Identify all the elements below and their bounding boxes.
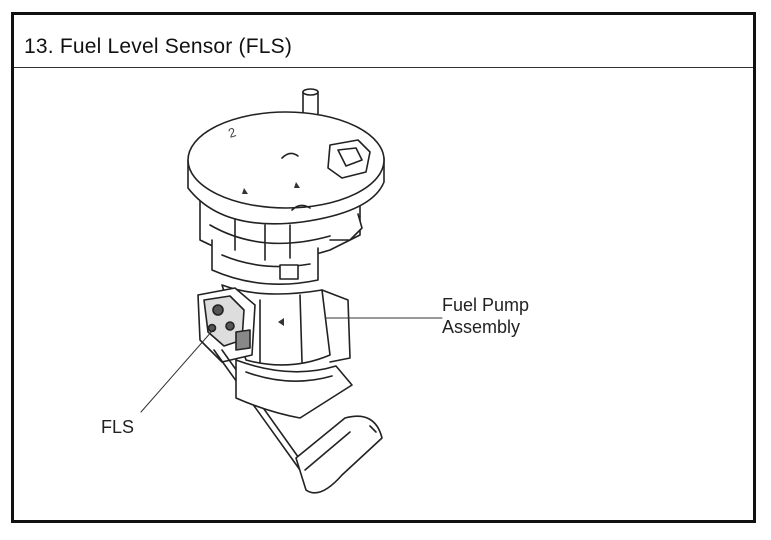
- fls-callout: FLS: [101, 417, 135, 437]
- fuel-strainer: [235, 359, 353, 419]
- fls-unit: [197, 287, 256, 363]
- float: [295, 415, 383, 494]
- diagram-frame: 13. Fuel Level Sensor (FLS): [11, 12, 756, 523]
- title-bar: 13. Fuel Level Sensor (FLS): [14, 15, 753, 68]
- fuel-pump-callout-line2: Assembly: [442, 317, 521, 337]
- svg-text:2: 2: [226, 124, 238, 141]
- page-title: 13. Fuel Level Sensor (FLS): [24, 35, 293, 58]
- fls-leader-line: [140, 329, 214, 413]
- fuel-pump-callout: Fuel Pump Assembly: [442, 294, 529, 338]
- flange-plate: 2: [187, 111, 385, 225]
- fuel-pump-callout-line1: Fuel Pump: [442, 295, 530, 315]
